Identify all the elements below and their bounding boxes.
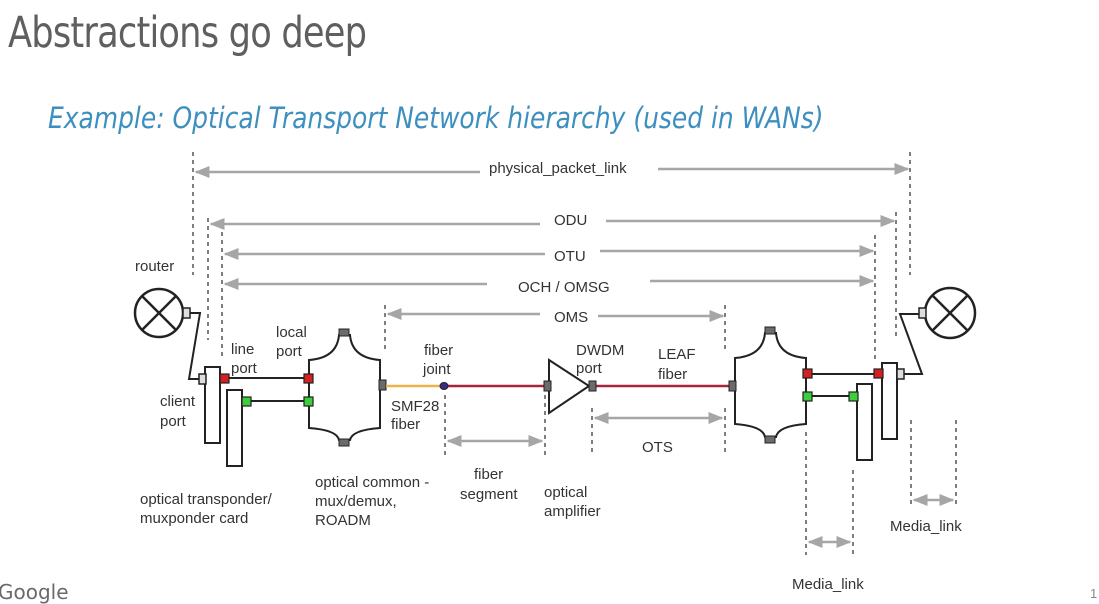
transponder-card-right-a (881, 362, 898, 440)
router-left-port (182, 307, 191, 319)
slide-subtitle: Example: Optical Transport Network hiera… (48, 101, 824, 135)
fiber-joint-icon (439, 382, 449, 390)
label-local-port-line1: local (276, 324, 307, 341)
client-port-right (896, 368, 905, 380)
roadm-right-line-port (728, 380, 737, 392)
roadm-left-bottom-port (338, 438, 350, 447)
label-fiber-joint: fiber joint (422, 342, 453, 378)
label-line-port: line port (231, 341, 258, 377)
line-port-left-red (219, 373, 230, 384)
label-fiber-joint-line1: fiber (424, 342, 453, 359)
label-media-link-left: Media_link (792, 576, 864, 593)
local-port-right-red (802, 368, 813, 379)
label-fiber-segment-line2: segment (460, 486, 518, 503)
label-physical-packet-link: physical_packet_link (489, 160, 627, 177)
label-transponder-line1: optical transponder/ (140, 491, 273, 508)
label-transponder-line2: muxponder card (140, 510, 248, 527)
roadm-left-icon (308, 334, 381, 441)
router-right-port (918, 307, 927, 319)
transponder-card-right-b (856, 383, 873, 461)
dwdm-port (588, 380, 597, 392)
label-optical-common-line1: optical common - (315, 474, 429, 491)
router-right-cable (898, 313, 924, 375)
router-left-icon (133, 287, 185, 339)
label-local-port: local port (276, 324, 307, 360)
label-och-omsg: OCH / OMSG (518, 279, 610, 296)
label-fiber-segment: fiber segment (460, 466, 518, 503)
label-fiber-joint-line2: joint (422, 361, 451, 378)
label-leaf-line2: fiber (658, 366, 687, 383)
label-router: router (135, 258, 174, 275)
roadm-right-bottom-port (764, 435, 776, 444)
label-media-link-right: Media_link (890, 518, 962, 535)
label-optical-common-line2: mux/demux, (315, 493, 397, 510)
layer-arrows (194, 163, 955, 548)
roadm-right-top-port (764, 326, 776, 335)
label-line-port-line2: port (231, 360, 258, 377)
roadm-left-line-port (378, 379, 387, 391)
line-port-right-green (848, 391, 859, 402)
label-transponder: optical transponder/muxponder card (140, 491, 273, 527)
label-oms: OMS (554, 309, 588, 326)
transponder-card-left-a (204, 366, 221, 444)
roadm-right-icon (734, 332, 807, 438)
label-odu: ODU (554, 212, 587, 229)
router-right-icon (923, 286, 977, 340)
label-client-port: client port (160, 393, 196, 430)
router-left-cable (187, 312, 202, 380)
boundary-lines (192, 152, 957, 555)
label-local-port-line2: port (276, 343, 303, 360)
label-client-port-line1: client (160, 393, 196, 410)
label-leaf-fiber: LEAF fiber (658, 346, 696, 383)
label-dwdm-line1: DWDM (576, 342, 624, 359)
page-number: 1 (1090, 586, 1098, 601)
slide-title: Abstractions go deep (8, 8, 367, 58)
label-line-port-line1: line (231, 341, 254, 358)
label-fiber-segment-line1: fiber (474, 466, 503, 483)
line-port-left-green (241, 396, 252, 407)
label-leaf-line1: LEAF (658, 346, 696, 363)
label-client-port-line2: port (160, 413, 187, 430)
label-dwdm-line2: port (576, 360, 603, 377)
label-amplifier-line2: amplifier (544, 503, 601, 520)
local-port-left-red (303, 373, 314, 384)
line-port-right-red (873, 368, 884, 379)
label-otu: OTU (554, 248, 586, 265)
label-optical-common-line3: ROADM (315, 512, 371, 529)
roadm-left-top-port (338, 328, 350, 337)
transponder-card-left-b (226, 389, 243, 467)
label-amplifier-line1: optical (544, 484, 587, 501)
amplifier-in-port (543, 380, 552, 392)
label-smf28-line1: SMF28 (391, 398, 439, 415)
label-optical-amplifier: optical amplifier (544, 484, 601, 520)
label-smf28-line2: fiber (391, 416, 420, 433)
local-port-right-green (802, 391, 813, 402)
label-ots: OTS (642, 439, 673, 456)
local-port-left-green (303, 396, 314, 407)
client-port-left (198, 373, 207, 385)
google-logo: Google (0, 580, 69, 604)
label-optical-common: optical common - mux/demux, ROADM (315, 474, 429, 529)
